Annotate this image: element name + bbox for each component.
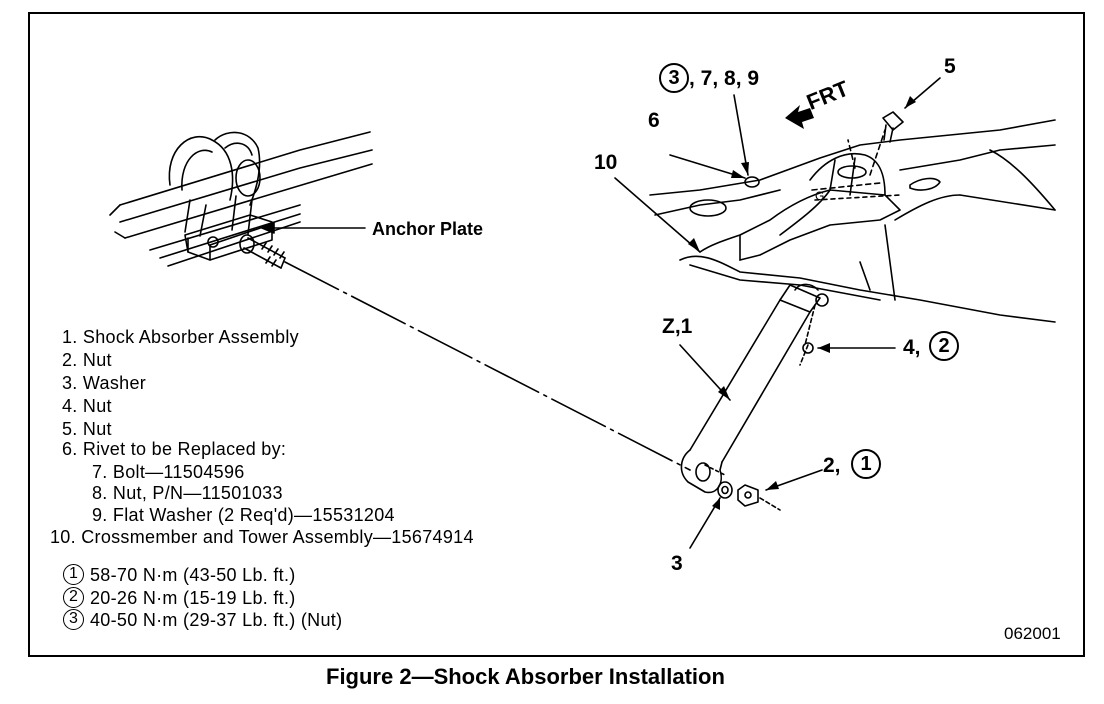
shock-absorber-drawing — [680, 111, 904, 511]
figure-caption: Figure 2—Shock Absorber Installation — [326, 664, 725, 689]
callout-2: 2, — [823, 454, 841, 477]
callout-2-circled: 2 — [929, 331, 959, 361]
crossmember-drawing: G — [649, 119, 1056, 323]
callout-5: 5 — [944, 55, 956, 78]
callout-6: 6 — [648, 109, 660, 132]
torque-spec-1: 58-70 N·m (43-50 Lb. ft.) — [90, 565, 296, 585]
legend-item-5: 5. Nut — [62, 419, 112, 439]
callout-3: 3 — [671, 552, 683, 575]
legend-item-3: 3. Washer — [62, 373, 147, 393]
anchor-plate-label: Anchor Plate — [372, 219, 484, 239]
legend-item-4: 4. Nut — [62, 396, 112, 416]
callout-4: 4, — [903, 336, 921, 359]
legend-item-9: 9. Flat Washer (2 Req'd)—15531204 — [92, 505, 395, 525]
torque-spec-3: 40-50 N·m (29-37 Lb. ft.) (Nut) — [90, 610, 343, 630]
callout-3-circled: 3 — [659, 63, 689, 93]
torque-ref-1: 1 — [63, 564, 84, 585]
figure-frame — [28, 12, 1085, 657]
torque-ref-3: 3 — [63, 609, 84, 630]
torque-ref-2: 2 — [63, 587, 84, 608]
legend-item-7: 7. Bolt—11504596 — [92, 462, 245, 482]
leader-10 — [614, 177, 701, 253]
legend-item-8: 8. Nut, P/N—11501033 — [92, 483, 283, 503]
legend-item-10: 10. Crossmember and Tower Assembly—15674… — [50, 527, 474, 547]
callout-10: 10 — [594, 151, 618, 174]
torque-spec-2: 20-26 N·m (15-19 Lb. ft.) — [90, 588, 296, 608]
callout-1-circled: 1 — [851, 449, 881, 479]
callout-7-8-9: , 7, 8, 9 — [689, 67, 760, 90]
callout-z1: Z,1 — [662, 315, 693, 338]
leaf-spring-drawing — [109, 131, 373, 269]
legend-item-6: 6. Rivet to be Replaced by: — [62, 439, 287, 459]
figure-id: 062001 — [1004, 624, 1061, 643]
legend-item-2: 2. Nut — [62, 350, 112, 370]
legend-item-1: 1. Shock Absorber Assembly — [62, 327, 299, 347]
svg-text:G: G — [815, 189, 824, 203]
leader-3789 — [733, 94, 749, 176]
